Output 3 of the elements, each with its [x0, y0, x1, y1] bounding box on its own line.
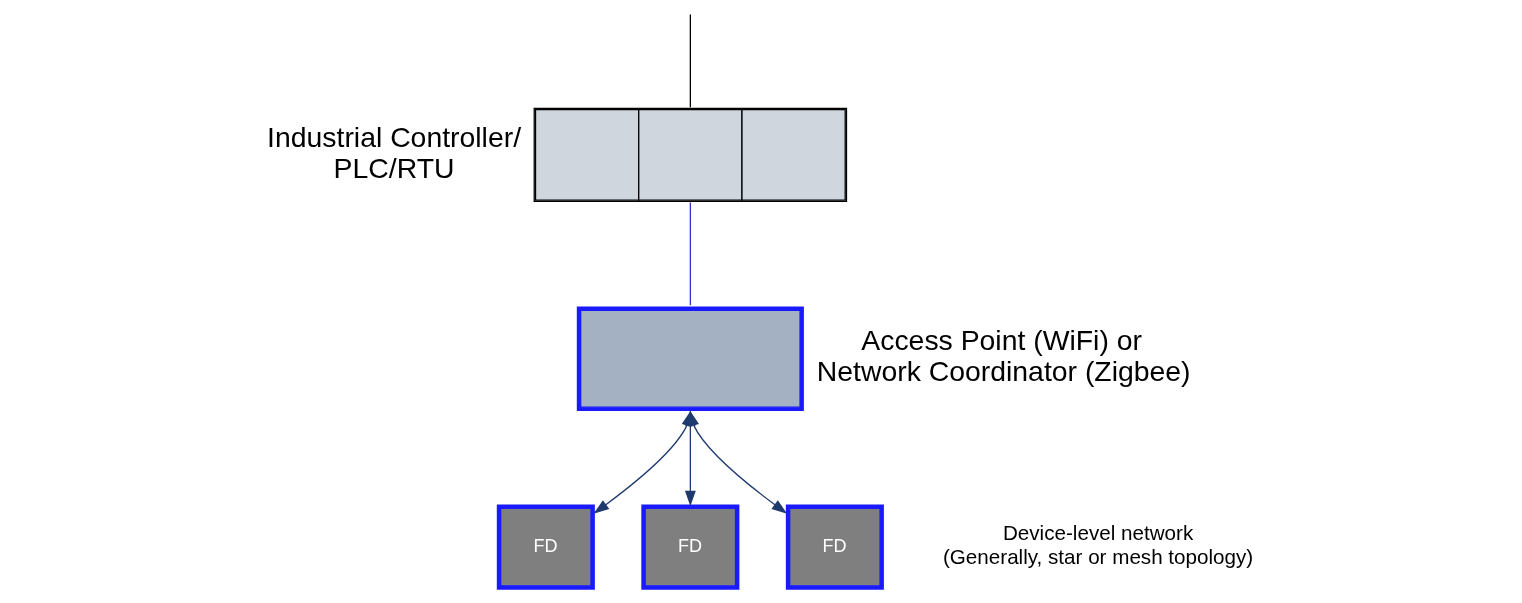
- label: Device-level network (Generally, star or mesh topology): [942, 521, 1254, 568]
- node-label: Access Point (WiFi) or Network Coordinator (Zigbee): [816, 324, 1191, 388]
- node-label: Industrial Controller/ PLC/RTU: [267, 120, 522, 184]
